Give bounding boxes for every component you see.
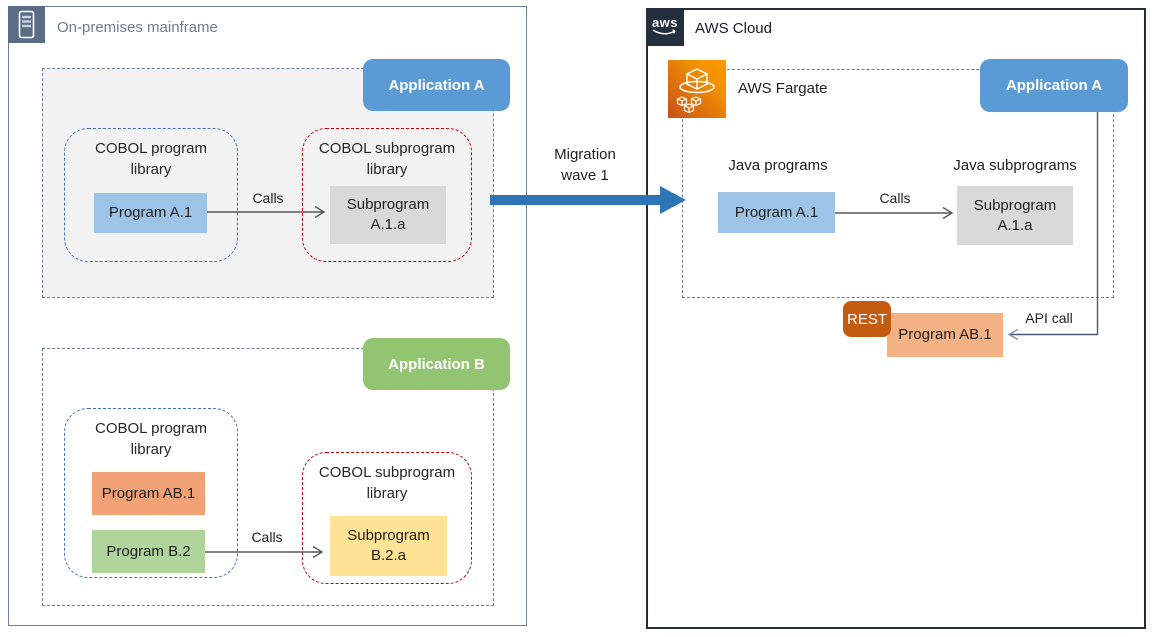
cobol-program-library-a: COBOL program library (64, 128, 238, 262)
mainframe-icon (8, 6, 45, 43)
java-subprograms-title: Java subprograms (953, 157, 1077, 174)
cobol-program-library-b: COBOL program library (64, 408, 238, 578)
cobol-program-library-b-title: COBOL program library (95, 420, 207, 458)
aws-fargate-icon (668, 60, 726, 118)
application-a-left-label: Application A (363, 59, 510, 111)
program-ab1-box: Program AB.1 (92, 472, 205, 515)
aws-cloud-title: AWS Cloud (695, 20, 772, 37)
application-b-container (42, 348, 494, 606)
subprogram-b2a-box: Subprogram B.2.a (330, 516, 447, 576)
migration-arrow (490, 186, 686, 214)
aws-fargate-label: AWS Fargate (738, 80, 828, 97)
aws-logo-icon: aws (646, 8, 684, 46)
rest-badge: REST (843, 301, 891, 337)
aws-logo-text: aws (651, 14, 679, 30)
program-a1-right-box: Program A.1 (718, 192, 835, 233)
cobol-subprogram-library-b-title: COBOL subprogram library (318, 464, 456, 502)
calls-arrow-a (207, 205, 326, 219)
program-a1-box: Program A.1 (94, 193, 207, 233)
application-a-right-label: Application A (980, 59, 1128, 112)
aws-smile-curve (652, 28, 676, 34)
subprogram-a1a-right-box: Subprogram A.1.a (957, 186, 1073, 245)
calls-label-a: Calls (252, 190, 284, 206)
migration-wave-label: Migration wave 1 (554, 146, 616, 184)
calls-arrow-right (835, 206, 954, 220)
calls-label-right: Calls (879, 190, 911, 206)
cobol-subprogram-library-b: COBOL subprogram library (302, 452, 472, 584)
api-call-connector (1007, 112, 1099, 341)
calls-label-b: Calls (251, 529, 283, 545)
cobol-program-library-a-title: COBOL program library (95, 140, 207, 178)
subprogram-a1a-box: Subprogram A.1.a (330, 186, 446, 244)
calls-arrow-b (205, 545, 324, 559)
java-programs-title: Java programs (728, 157, 828, 174)
program-b2-box: Program B.2 (92, 530, 205, 573)
api-call-label: API call (1025, 310, 1073, 326)
application-b-label: Application B (363, 338, 510, 390)
application-a-right-container (682, 69, 1114, 298)
cobol-subprogram-library-a: COBOL subprogram library (302, 128, 472, 262)
on-premises-title: On-premises mainframe (57, 19, 218, 36)
program-ab1-right-box: Program AB.1 (887, 313, 1003, 357)
cobol-subprogram-library-a-title: COBOL subprogram library (318, 140, 456, 178)
